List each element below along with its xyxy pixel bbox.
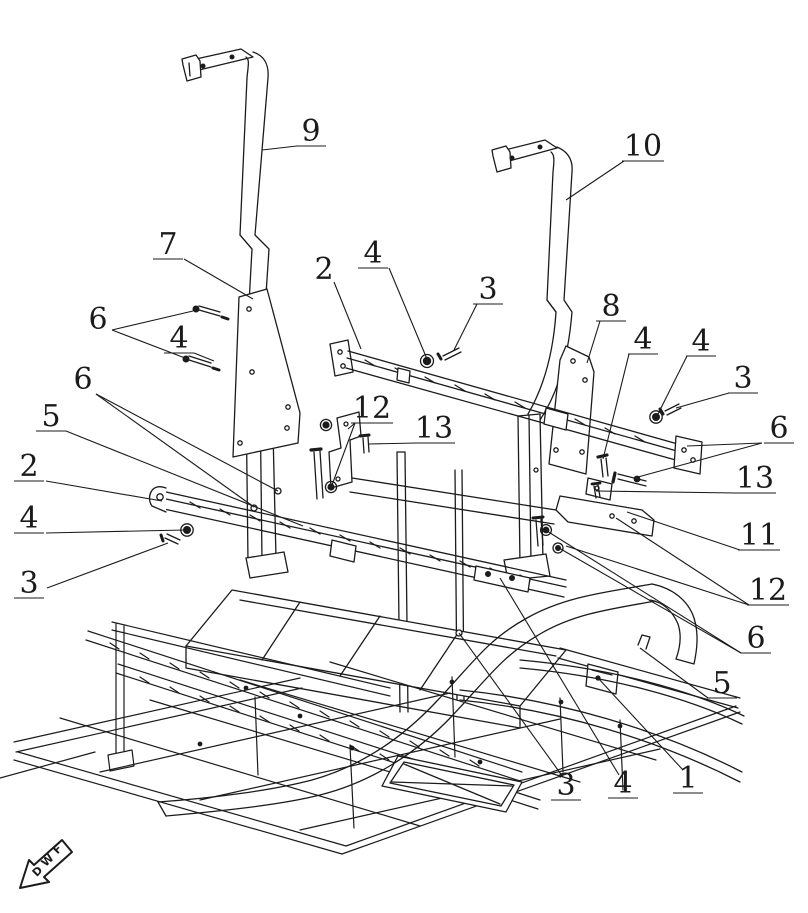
callout-leader-lines <box>14 145 794 801</box>
bolt-icon <box>358 433 371 454</box>
leader-line-part-3 <box>46 542 169 589</box>
leader-line-part-13 <box>368 442 418 445</box>
leader-line-part-6 <box>95 393 255 508</box>
leader-line-part-4 <box>45 529 186 534</box>
part-number-label-4-6: 4 <box>363 236 382 271</box>
part-number-label-7-2: 7 <box>158 227 177 262</box>
leader-line-part-8 <box>586 320 601 364</box>
bolt-icon <box>611 471 647 487</box>
leader-line-part-12 <box>565 545 750 606</box>
front-cross-rail <box>148 486 567 598</box>
part-number-label-13-13: 13 <box>736 461 774 496</box>
leader-line-part-6 <box>686 442 763 447</box>
part-number-label-1-27: 1 <box>678 761 697 796</box>
leader-line-part-6 <box>637 442 763 478</box>
leader-line-part-13 <box>595 490 737 494</box>
part-number-label-5-18: 5 <box>41 399 60 434</box>
leader-line-part-4 <box>193 352 215 362</box>
bolt-icon <box>319 418 333 432</box>
center-bracket-cluster <box>328 411 655 650</box>
fasteners <box>159 305 682 554</box>
leader-line-part-3 <box>453 303 478 351</box>
screw-icon <box>658 403 682 416</box>
leader-line-part-4 <box>388 267 428 360</box>
part-number-label-4-26: 4 <box>613 766 632 801</box>
leader-line-part-3 <box>675 392 730 409</box>
part-number-label-6-3: 6 <box>88 302 107 337</box>
leader-line-part-6 <box>558 547 742 654</box>
leader-line-part-10 <box>565 160 625 201</box>
bolt-icon <box>182 355 221 372</box>
roll-bar-left <box>181 48 289 579</box>
bolt-icon <box>309 447 324 500</box>
part-number-label-2-19: 2 <box>19 449 38 484</box>
part-number-label-12-15: 12 <box>749 573 787 608</box>
seat-base-frame <box>185 589 567 729</box>
leader-line-part-4 <box>656 355 688 417</box>
bolt-icon <box>596 453 609 478</box>
part-number-label-6-22: 6 <box>73 362 92 397</box>
leader-line-part-6 <box>95 393 279 492</box>
bolt-icon <box>192 305 230 321</box>
part-number-label-3-21: 3 <box>19 566 38 601</box>
leader-line-part-6 <box>111 310 194 331</box>
part-number-label-6-16: 6 <box>746 621 765 656</box>
leader-line-part-7 <box>183 258 254 300</box>
part-number-label-4-9: 4 <box>633 322 652 357</box>
leader-line-part-11 <box>626 511 741 551</box>
part-number-label-4-4: 4 <box>169 321 188 356</box>
part-number-label-3-7: 3 <box>478 272 497 307</box>
leader-line-part-12 <box>347 422 356 430</box>
leader-line-part-4 <box>499 577 620 776</box>
part-number-label-6-12: 6 <box>769 411 788 446</box>
part-number-label-5-17: 5 <box>712 666 731 701</box>
bolt-icon <box>531 515 545 547</box>
leader-line-part-12 <box>331 422 356 486</box>
leader-line-part-5 <box>639 647 709 699</box>
part-number-label-13-24: 13 <box>415 411 453 446</box>
bolt-icon <box>649 410 663 424</box>
screw-icon <box>436 347 462 361</box>
part-number-label-11-14: 11 <box>740 518 778 553</box>
leader-line-part-2 <box>45 480 163 502</box>
part-number-label-2-5: 2 <box>314 252 333 287</box>
part-number-label-3-11: 3 <box>733 361 752 396</box>
leader-line-part-6 <box>546 530 742 654</box>
bolt-icon <box>324 480 338 494</box>
part-number-label-8-8: 8 <box>601 289 620 324</box>
leader-line-part-12 <box>615 517 750 606</box>
bolt-icon <box>419 353 435 369</box>
leader-line-part-3 <box>458 632 564 778</box>
leader-line-part-4 <box>602 353 630 460</box>
fwd-arrow: FWD <box>19 839 73 889</box>
leader-line-part-9 <box>261 145 298 151</box>
screw-icon <box>159 533 181 545</box>
side-plate-left <box>232 288 301 458</box>
leader-line-part-1 <box>597 677 684 771</box>
part-number-label-9-0: 9 <box>301 114 320 149</box>
part-number-label-10-1: 10 <box>624 129 662 164</box>
part-number-label-4-20: 4 <box>19 501 38 536</box>
bolt-icon <box>552 542 564 554</box>
part-number-label-3-25: 3 <box>556 768 575 803</box>
part-number-label-4-10: 4 <box>691 324 710 359</box>
s-curved-member <box>157 565 745 817</box>
leader-line-part-5 <box>65 430 304 527</box>
part-number-label-12-23: 12 <box>353 391 391 426</box>
leader-line-part-2 <box>333 281 362 350</box>
chassis-frame <box>0 621 741 855</box>
front-tray <box>381 755 523 813</box>
